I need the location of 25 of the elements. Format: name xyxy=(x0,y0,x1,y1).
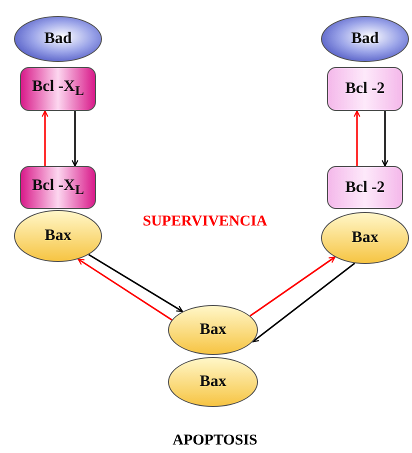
arrow xyxy=(252,262,356,342)
process-box xyxy=(20,67,96,111)
arrow xyxy=(354,110,360,166)
node-label: Bax xyxy=(200,373,226,391)
node-label: Bad xyxy=(44,30,72,48)
arrow xyxy=(78,258,172,321)
node-label: Bax xyxy=(352,229,378,247)
ellipse-node xyxy=(168,305,258,355)
arrow xyxy=(382,111,388,166)
arrow xyxy=(88,254,184,312)
process-box xyxy=(327,166,403,209)
heading-label: SUPERVIVENCIA xyxy=(142,214,268,230)
node-label: Bax xyxy=(200,321,226,339)
node-label: Bad xyxy=(351,30,379,48)
arrow xyxy=(250,256,336,317)
node-label: Bcl -X$_{L}$ xyxy=(32,176,84,198)
node-label: Bax xyxy=(44,227,72,245)
node-label: Bcl -X$_{L}$ xyxy=(32,78,84,100)
node-label: Bcl -2 xyxy=(345,80,385,98)
process-box xyxy=(327,67,403,111)
arrow xyxy=(42,110,48,166)
arrow xyxy=(72,111,78,166)
node-label: Bcl -2 xyxy=(345,178,385,196)
outcome-label: APOPTOSIS xyxy=(172,432,258,450)
process-box xyxy=(20,166,96,209)
